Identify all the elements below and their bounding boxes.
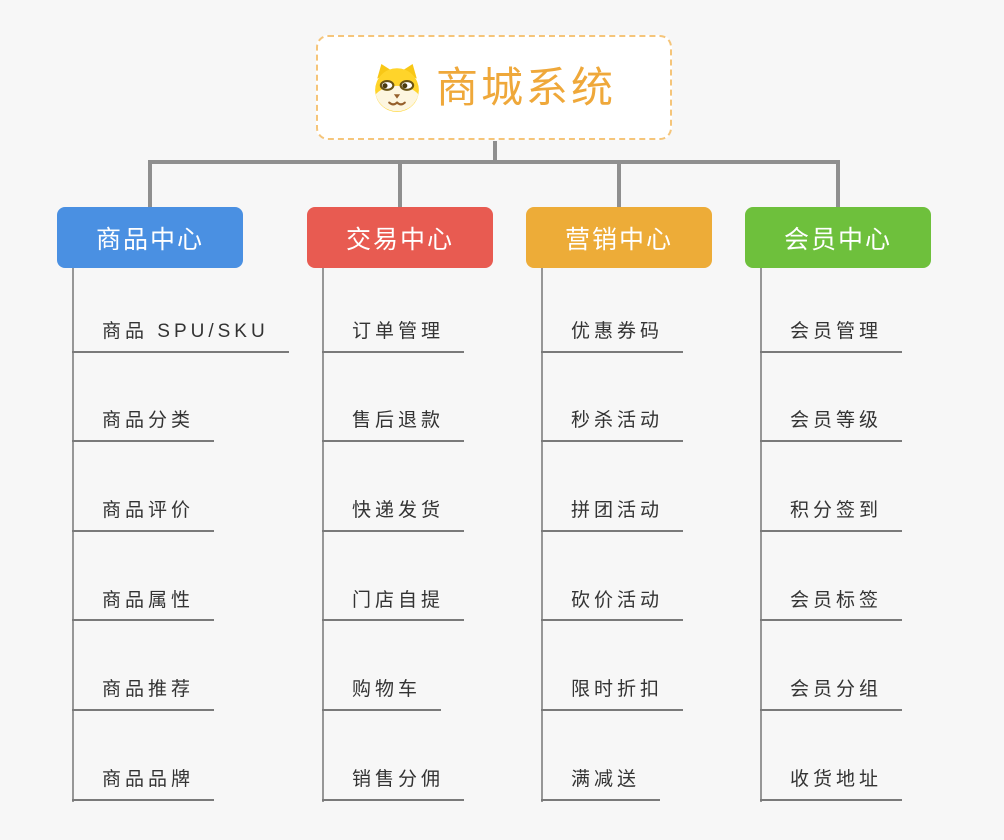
connector-root-stem <box>493 141 497 164</box>
leaf-item[interactable]: 商品分类 <box>72 353 215 443</box>
branch-label: 交易中心 <box>345 225 454 254</box>
branch-trunk-member <box>760 268 762 802</box>
branch-trunk-marketing <box>541 268 543 802</box>
leaf-item[interactable]: 售后退款 <box>322 353 465 443</box>
root-title: 商城系统 <box>435 63 616 111</box>
branch-node-product-center[interactable]: 商品中心 <box>57 207 243 268</box>
leaf-item[interactable]: 商品推荐 <box>72 621 215 711</box>
branch-node-member-center[interactable]: 会员中心 <box>745 207 931 268</box>
leaf-item[interactable]: 满减送 <box>541 711 661 801</box>
leaf-item[interactable]: 拼团活动 <box>541 442 684 532</box>
leaf-item[interactable]: 快递发货 <box>322 442 465 532</box>
branch-node-marketing-center[interactable]: 营销中心 <box>526 207 712 268</box>
connector-drop-marketing <box>617 160 621 207</box>
leaf-item[interactable]: 会员标签 <box>760 532 903 622</box>
connector-drop-product <box>148 160 152 207</box>
leaf-item[interactable]: 秒杀活动 <box>541 353 684 443</box>
leaf-item[interactable]: 商品 SPU/SKU <box>72 263 289 353</box>
leaf-list-member: 会员管理 会员等级 积分签到 会员标签 会员分组 收货地址 <box>760 263 903 801</box>
branch-node-trade-center[interactable]: 交易中心 <box>307 207 493 268</box>
root-node[interactable]: 商城系统 <box>316 35 672 140</box>
leaf-list-product: 商品 SPU/SKU 商品分类 商品评价 商品属性 商品推荐 商品品牌 <box>72 263 289 801</box>
connector-drop-trade <box>398 160 402 207</box>
branch-label: 会员中心 <box>783 225 892 254</box>
leaf-item[interactable]: 商品属性 <box>72 532 215 622</box>
branch-label: 营销中心 <box>564 225 673 254</box>
leaf-item[interactable]: 砍价活动 <box>541 532 684 622</box>
leaf-item[interactable]: 积分签到 <box>760 442 903 532</box>
branch-trunk-product <box>72 268 74 802</box>
leaf-item[interactable]: 会员分组 <box>760 621 903 711</box>
leaf-item[interactable]: 订单管理 <box>322 263 465 353</box>
leaf-item[interactable]: 收货地址 <box>760 711 903 801</box>
connector-drop-member <box>836 160 840 207</box>
branch-label: 商品中心 <box>95 225 204 254</box>
leaf-item[interactable]: 门店自提 <box>322 532 465 622</box>
leaf-list-trade: 订单管理 售后退款 快递发货 门店自提 购物车 销售分佣 <box>322 263 465 801</box>
leaf-list-marketing: 优惠券码 秒杀活动 拼团活动 砍价活动 限时折扣 满减送 <box>541 263 684 801</box>
leaf-item[interactable]: 销售分佣 <box>322 711 465 801</box>
leaf-item[interactable]: 购物车 <box>322 621 442 711</box>
leaf-item[interactable]: 会员等级 <box>760 353 903 443</box>
branch-trunk-trade <box>322 268 324 802</box>
leaf-item[interactable]: 优惠券码 <box>541 263 684 353</box>
leaf-item[interactable]: 商品品牌 <box>72 711 215 801</box>
leaf-item[interactable]: 限时折扣 <box>541 621 684 711</box>
leaf-item[interactable]: 商品评价 <box>72 442 215 532</box>
leaf-item[interactable]: 会员管理 <box>760 263 903 353</box>
dog-icon <box>375 63 419 112</box>
connector-horizontal-spine <box>148 160 840 164</box>
